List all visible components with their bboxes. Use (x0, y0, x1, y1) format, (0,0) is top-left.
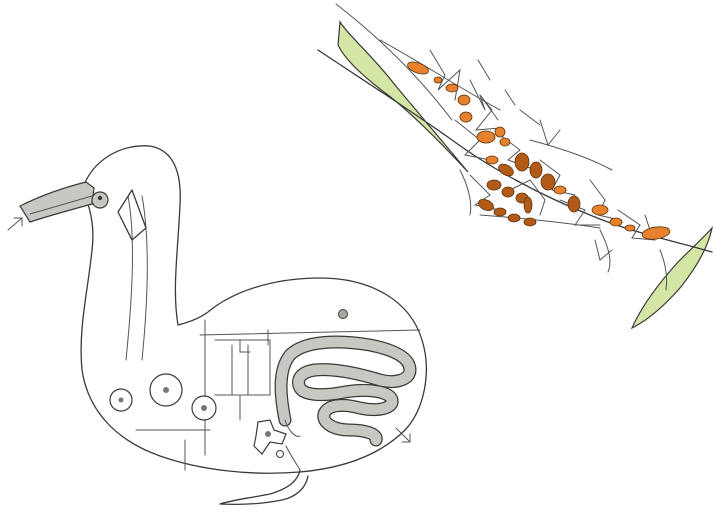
plant-branch (318, 4, 712, 328)
duck-foot (220, 470, 308, 504)
fruit (500, 138, 510, 146)
leaf-lower (632, 228, 712, 328)
fruit (524, 218, 536, 226)
fruit (610, 218, 622, 226)
beak (20, 182, 94, 222)
leaf-upper (338, 22, 468, 172)
fruit (495, 127, 505, 137)
intestine (281, 342, 410, 440)
duck-outline (81, 146, 426, 473)
fruit (568, 196, 580, 212)
mechanical-duck (8, 146, 426, 505)
fruit (530, 162, 542, 178)
fruit (592, 205, 608, 215)
fruit (446, 84, 458, 92)
fruit (458, 95, 470, 105)
fruit (434, 77, 442, 83)
fruit (477, 131, 495, 143)
fruit (486, 156, 498, 164)
fruit (541, 174, 555, 190)
arrow-icon (8, 218, 22, 230)
fruit (497, 162, 516, 179)
fruit (524, 197, 532, 213)
fruit (515, 153, 529, 171)
key-icon (254, 420, 286, 458)
fruit-cluster (406, 60, 671, 241)
vent-hole (339, 310, 348, 319)
fruit (477, 197, 496, 213)
fruit (625, 225, 635, 231)
fruit (641, 225, 670, 241)
fruit (508, 214, 520, 222)
fruit (554, 186, 566, 194)
neck-inner (126, 196, 132, 360)
gear-wheels (110, 374, 216, 420)
fruit (460, 112, 472, 122)
fruit (502, 187, 514, 197)
arrow-icon (396, 428, 410, 442)
fruit (494, 208, 506, 216)
fruit (487, 180, 501, 190)
